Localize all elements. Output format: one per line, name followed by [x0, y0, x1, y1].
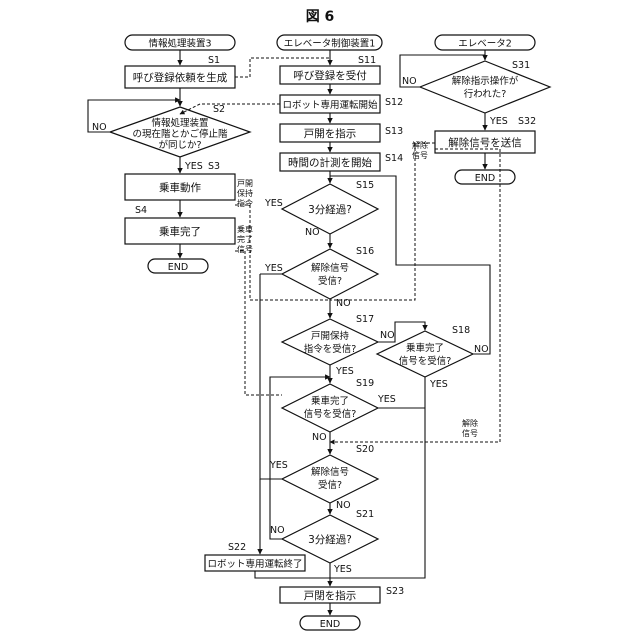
- s20-diamond: [282, 455, 378, 503]
- s13-text: 戸開を指示: [304, 127, 357, 140]
- s16-line2: 受信?: [318, 275, 342, 287]
- s31-line1: 解除指示操作が: [452, 75, 519, 87]
- s11-label: S11: [358, 55, 376, 66]
- sig-release-lower-1: 解除: [462, 418, 478, 428]
- s11-text: 呼び登録を受付: [293, 69, 367, 82]
- s16-label: S16: [356, 246, 374, 257]
- info-terminal-label: 情報処理装置3: [148, 38, 211, 50]
- figure-title: 図 6: [306, 9, 335, 25]
- s15-yes: YES: [264, 198, 283, 209]
- sig-boarding-2: 完了: [237, 234, 253, 244]
- s2-line1: 情報処理装置: [151, 117, 208, 129]
- s17-label: S17: [356, 314, 374, 325]
- s15-no: NO: [305, 227, 320, 238]
- s4-text: 乗車完了: [159, 225, 201, 238]
- s17-line1: 戸開保持: [311, 330, 350, 342]
- s12-label: S12: [385, 97, 403, 108]
- s21-label: S21: [356, 509, 374, 520]
- s19-yes: YES: [377, 394, 396, 405]
- s23-text: 戸閉を指示: [304, 589, 357, 602]
- s19-label: S19: [356, 378, 374, 389]
- elev2-terminal-label: エレベータ2: [458, 39, 512, 50]
- sig-door-hold-3: 指令: [237, 198, 253, 208]
- s31-no: NO: [402, 76, 417, 87]
- s2-label: S2: [213, 104, 225, 115]
- s3-text: 乗車動作: [159, 181, 201, 194]
- s3-label: S3: [208, 161, 220, 172]
- s16-no: NO: [336, 298, 351, 309]
- s32-label: S32: [518, 116, 536, 127]
- s18-no: NO: [474, 344, 489, 355]
- s18-line2: 信号を受信?: [399, 355, 452, 367]
- s19-no: NO: [312, 432, 327, 443]
- s18-yes: YES: [429, 379, 448, 390]
- s2-no: NO: [92, 122, 107, 133]
- s2-line3: が同じか?: [158, 139, 201, 151]
- s15-text: 3分経過?: [308, 203, 352, 216]
- s20-yes: YES: [269, 460, 288, 471]
- sig-door-hold-1: 戸開: [237, 179, 253, 188]
- elev2-end-text: END: [475, 173, 495, 184]
- ctrl-terminal-label: エレベータ制御装置1: [284, 38, 376, 50]
- s21-yes: YES: [333, 564, 352, 575]
- s18-label: S18: [452, 325, 470, 336]
- s2-yes: YES: [184, 161, 203, 172]
- s19-line1: 乗車完了: [311, 395, 349, 407]
- ctrl-end-text: END: [320, 619, 340, 630]
- s20-label: S20: [356, 444, 374, 455]
- s20-no: NO: [336, 500, 351, 511]
- s14-text: 時間の計測を開始: [288, 156, 372, 169]
- s4-label: S4: [135, 205, 147, 216]
- sig-boarding-1: 乗車: [237, 224, 253, 234]
- s19-diamond: [282, 384, 378, 432]
- s31-line2: 行われた?: [464, 88, 507, 100]
- s17-diamond: [282, 319, 378, 365]
- s23-label: S23: [386, 586, 404, 597]
- s21-text: 3分経過?: [308, 533, 352, 546]
- sig-boarding-3: 信号: [237, 244, 253, 254]
- sig-door-hold-2: 保持: [237, 188, 253, 198]
- s17-no: NO: [380, 330, 395, 341]
- sig-release-lower-2: 信号: [462, 428, 478, 438]
- info-end-text: END: [168, 262, 188, 273]
- s31-label: S31: [512, 60, 530, 71]
- s17-yes: YES: [335, 366, 354, 377]
- s2-line2: の現在階とかご停止階: [132, 128, 228, 140]
- s17-line2: 指令を受信?: [304, 343, 357, 355]
- s13-label: S13: [385, 126, 403, 137]
- s20-line2: 受信?: [318, 479, 342, 491]
- s22-label: S22: [228, 542, 246, 553]
- s14-label: S14: [385, 153, 403, 164]
- s21-no: NO: [270, 525, 285, 536]
- s18-line1: 乗車完了: [406, 342, 444, 354]
- s1-text: 呼び登録依頼を生成: [133, 71, 228, 84]
- s31-diamond: [420, 61, 550, 113]
- s32-text: 解除信号を送信: [448, 136, 522, 149]
- sig-release-upper-2: 信号: [412, 150, 428, 160]
- s20-line1: 解除信号: [311, 466, 349, 478]
- sig-release-upper-1: 解除: [412, 140, 428, 150]
- s22-text: ロボット専用運転終了: [207, 558, 302, 570]
- s12-text: ロボット専用運転開始: [282, 99, 378, 111]
- s16-yes: YES: [264, 263, 283, 274]
- s1-label: S1: [208, 55, 220, 66]
- s16-line1: 解除信号: [311, 262, 349, 274]
- s19-line2: 信号を受信?: [304, 408, 357, 420]
- s31-yes: YES: [489, 116, 508, 127]
- s15-label: S15: [356, 180, 374, 191]
